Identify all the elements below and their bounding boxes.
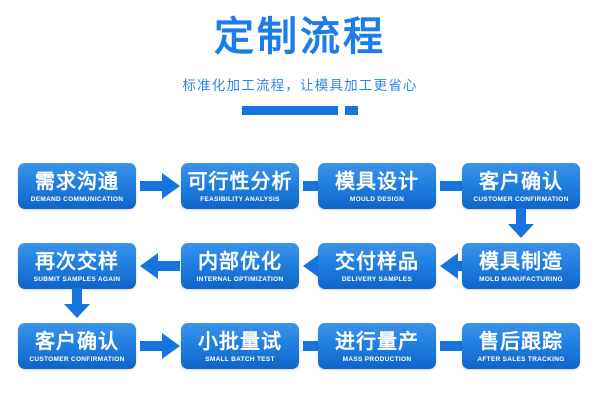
flow-node-customer-confirmation-2[interactable]: 客户确认 CUSTOMER CONFIRMATION (18, 323, 136, 369)
page-header: 定制流程 标准化加工流程，让模具加工更省心 (0, 0, 600, 115)
flow-node-title: 内部优化 (198, 250, 282, 273)
flow-node-title: 售后跟踪 (479, 330, 563, 353)
arrow-right-icon (140, 333, 180, 359)
flow-node-subtitle: DEMAND COMMUNICATION (30, 195, 124, 203)
page-subtitle: 标准化加工流程，让模具加工更省心 (182, 78, 418, 93)
flow-node-internal-optimization[interactable]: 内部优化 INTERNAL OPTIMIZATION (181, 243, 299, 289)
flow-node-after-sales-tracking[interactable]: 售后跟踪 AFTER SALES TRACKING (462, 323, 580, 369)
arrow-left-icon (140, 253, 180, 279)
flow-node-subtitle: FEASIBILITY ANALYSIS (200, 195, 280, 203)
flow-node-title: 客户确认 (479, 170, 563, 193)
flow-node-subtitle: SMALL BATCH TEST (205, 355, 275, 363)
flow-node-subtitle: MOULD DESIGN (349, 195, 405, 203)
flow-node-demand-communication[interactable]: 需求沟通 DEMAND COMMUNICATION (18, 163, 136, 209)
flow-node-mould-design[interactable]: 模具设计 MOULD DESIGN (318, 163, 436, 209)
flow-row-1: 需求沟通 DEMAND COMMUNICATION 可行性分析 FEASIBIL… (0, 158, 600, 238)
arrow-right-icon (140, 173, 180, 199)
flow-node-feasibility-analysis[interactable]: 可行性分析 FEASIBILITY ANALYSIS (181, 163, 299, 209)
flow-node-subtitle: MOLD MANUFACTURING (479, 275, 563, 283)
flow-row-3: 客户确认 CUSTOMER CONFIRMATION 小批量试 SMALL BA… (0, 318, 600, 374)
flow-node-title: 模具设计 (335, 170, 419, 193)
flow-node-small-batch-test[interactable]: 小批量试 SMALL BATCH TEST (181, 323, 299, 369)
flow-node-title: 客户确认 (35, 330, 119, 353)
divider-dot (345, 106, 358, 115)
flow-node-title: 交付样品 (335, 250, 419, 273)
flow-node-title: 可行性分析 (187, 170, 293, 193)
flow-row-2: 再次交样 SUBMIT SAMPLES AGAIN 内部优化 INTERNAL … (0, 238, 600, 318)
arrow-down-icon (508, 208, 534, 238)
arrow-down-icon (64, 288, 90, 318)
flow-node-submit-samples-again[interactable]: 再次交样 SUBMIT SAMPLES AGAIN (18, 243, 136, 289)
title-divider (0, 106, 600, 115)
flow-node-mold-manufacturing[interactable]: 模具制造 MOLD MANUFACTURING (462, 243, 580, 289)
flow-node-subtitle: SUBMIT SAMPLES AGAIN (33, 275, 121, 283)
flow-node-mass-production[interactable]: 进行量产 MASS PRODUCTION (318, 323, 436, 369)
divider-bar (242, 106, 338, 115)
flow-node-subtitle: CUSTOMER CONFIRMATION (29, 355, 125, 363)
flow-node-title: 小批量试 (198, 330, 282, 353)
page-title: 定制流程 (214, 15, 386, 59)
flow-node-subtitle: AFTER SALES TRACKING (477, 355, 565, 363)
flow-node-title: 需求沟通 (35, 170, 119, 193)
flow-node-subtitle: INTERNAL OPTIMIZATION (196, 275, 284, 283)
flow-node-title: 再次交样 (35, 250, 119, 273)
flow-node-title: 模具制造 (479, 250, 563, 273)
flow-node-customer-confirmation-1[interactable]: 客户确认 CUSTOMER CONFIRMATION (462, 163, 580, 209)
flow-node-subtitle: DELIVERY SAMPLES (341, 275, 413, 283)
flow-node-title: 进行量产 (335, 330, 419, 353)
flow-node-delivery-samples[interactable]: 交付样品 DELIVERY SAMPLES (318, 243, 436, 289)
arrow-left-icon (440, 253, 480, 279)
flow-node-subtitle: CUSTOMER CONFIRMATION (473, 195, 569, 203)
flow-node-subtitle: MASS PRODUCTION (342, 355, 412, 363)
process-flow-diagram: 需求沟通 DEMAND COMMUNICATION 可行性分析 FEASIBIL… (0, 158, 600, 374)
